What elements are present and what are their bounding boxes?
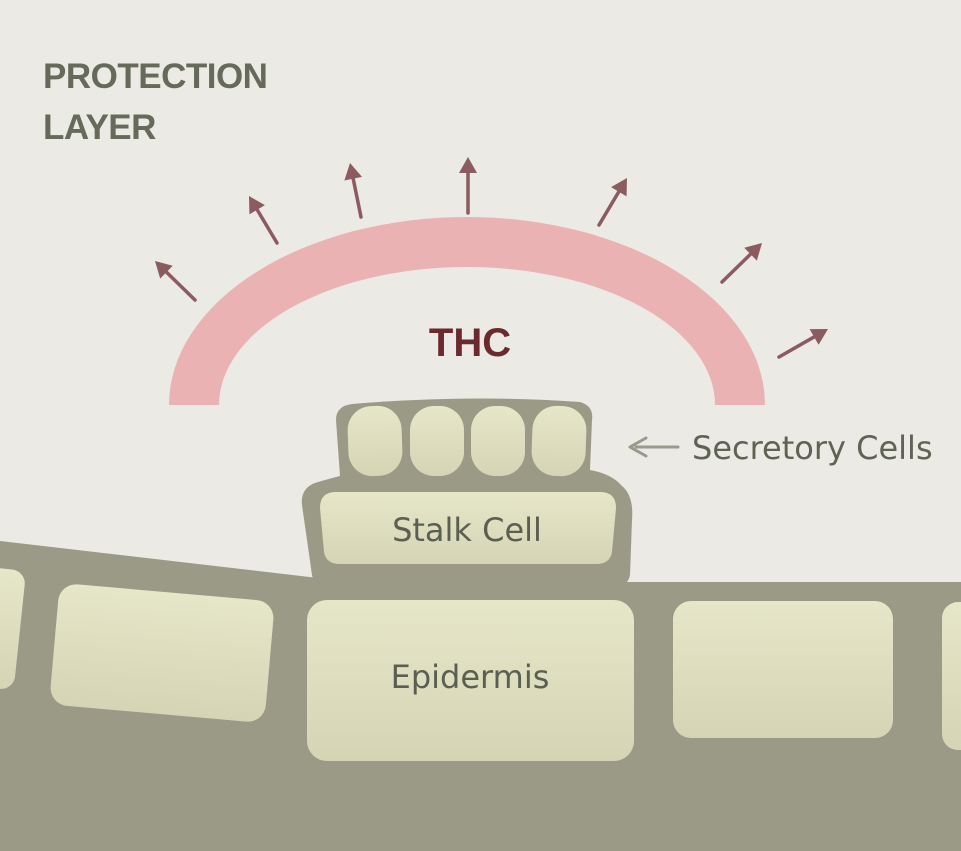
emission-ray-line: [597, 188, 622, 227]
epidermis-cell: [307, 600, 634, 761]
thc-protection-arc: [169, 217, 765, 405]
thc-label: THC: [429, 321, 511, 365]
secretory-callout: Secretory Cells: [628, 429, 933, 467]
epidermis-cell: [673, 601, 893, 738]
emission-rays: [155, 157, 828, 359]
epidermis-cell: [50, 584, 274, 722]
emission-arrowhead-icon: [744, 243, 762, 261]
emission-ray-line: [163, 269, 197, 302]
secretory-cell: [347, 405, 403, 477]
emission-arrowhead-icon: [249, 196, 265, 215]
callout-arrowhead-icon: [628, 436, 648, 458]
emission-ray-line: [351, 174, 363, 219]
emission-arrowhead-icon: [459, 157, 477, 173]
emission-arrowhead-icon: [611, 178, 627, 197]
secretory-cells: [347, 405, 587, 477]
secretory-cells-label: Secretory Cells: [692, 429, 933, 467]
epidermis-cell: [0, 567, 25, 689]
emission-arrowhead-icon: [809, 329, 828, 345]
emission-ray-line: [720, 251, 754, 284]
secretory-cell: [471, 406, 525, 476]
secretory-cell: [531, 405, 587, 477]
epidermis-label: Epidermis: [391, 658, 550, 696]
emission-ray-line: [254, 206, 279, 245]
emission-arrowhead-icon: [344, 163, 363, 181]
stalk-cell: [320, 492, 616, 564]
secretory-cell: [410, 406, 464, 476]
stalk-cell-label: Stalk Cell: [392, 511, 542, 549]
emission-arrowhead-icon: [155, 261, 173, 279]
title-line-1: PROTECTION: [43, 57, 267, 96]
emission-ray-line: [777, 334, 818, 359]
epidermis-cell: [942, 602, 961, 750]
epidermis-cells: [0, 567, 961, 761]
title-line-2: LAYER: [43, 108, 156, 147]
